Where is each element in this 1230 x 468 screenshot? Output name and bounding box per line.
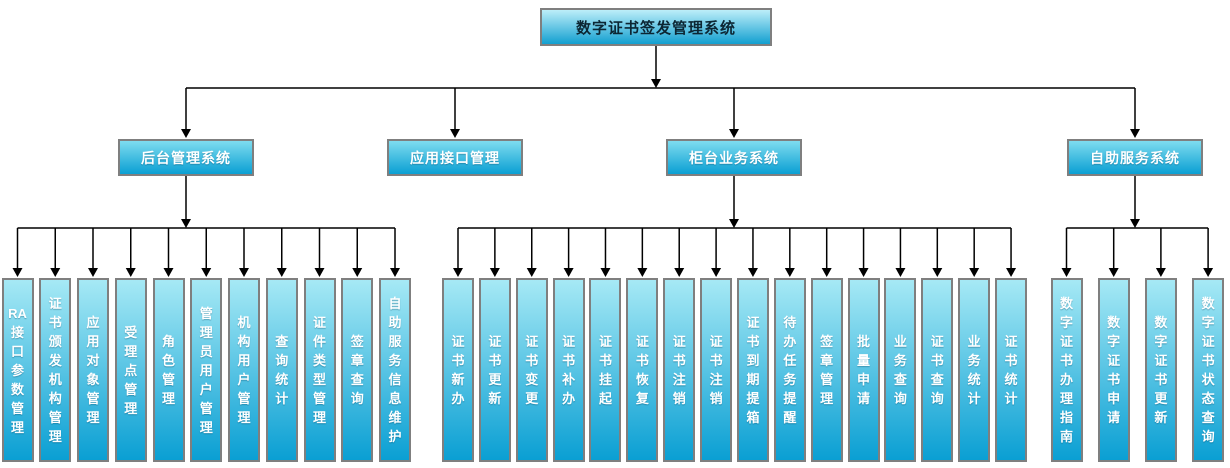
leaf-label: 查询统计 bbox=[275, 334, 289, 406]
leaf-box: 证书挂起 bbox=[589, 278, 622, 462]
leaf-box: 证书查询 bbox=[921, 278, 954, 462]
leaf-label: 证书注销 bbox=[709, 334, 723, 406]
leaf-box: 数字证书申请 bbox=[1097, 278, 1130, 462]
leaf-label: 待办任务提醒 bbox=[783, 315, 797, 425]
leaf-box: 证书统计 bbox=[995, 278, 1028, 462]
leaf-label: 证书挂起 bbox=[598, 334, 612, 406]
leaf-label: 角色管理 bbox=[161, 334, 175, 406]
leaf-label: 业务查询 bbox=[893, 334, 907, 406]
leaf-box: 待办任务提醒 bbox=[773, 278, 806, 462]
leaf-box: 管理员用户管理 bbox=[190, 278, 223, 462]
leaf-box: 证书恢复 bbox=[626, 278, 659, 462]
leaf-box: 证书注销 bbox=[700, 278, 733, 462]
leaf-box: 证书变更 bbox=[515, 278, 548, 462]
root-label: 数字证书签发管理系统 bbox=[575, 19, 736, 37]
leaf-label: 证书统计 bbox=[1004, 334, 1018, 406]
leaf-box: 签章管理 bbox=[810, 278, 843, 462]
leaf-label: 业务统计 bbox=[967, 334, 981, 406]
branch-label: 应用接口管理 bbox=[410, 149, 500, 166]
leaf-box: 批量申请 bbox=[847, 278, 880, 462]
leaf-label: 应用对象管理 bbox=[86, 315, 100, 425]
leaf-label: 受理点管理 bbox=[124, 324, 138, 416]
leaf-box: 角色管理 bbox=[152, 278, 185, 462]
leaf-label: 证书到期提箱 bbox=[746, 315, 760, 425]
leaf-label: 证件类型管理 bbox=[312, 315, 326, 425]
leaf-label: 数字证书办理指南 bbox=[1059, 296, 1073, 444]
leaf-box: 查询统计 bbox=[265, 278, 298, 462]
leaf-label: 机构用户管理 bbox=[237, 315, 251, 425]
leaf-label: 数字证书更新 bbox=[1154, 315, 1168, 425]
leaf-box: 证书新办 bbox=[442, 278, 474, 462]
leaf-box: 业务统计 bbox=[958, 278, 991, 462]
leaf-box: 证件类型管理 bbox=[303, 278, 336, 462]
branch-label: 后台管理系统 bbox=[141, 149, 231, 166]
leaf-label: 数字证书申请 bbox=[1107, 315, 1121, 425]
leaf-box: 自助服务信息维护 bbox=[379, 278, 411, 462]
leaf-box: 证书颁发机构管理 bbox=[39, 278, 72, 462]
leaf-label: 证书更新 bbox=[488, 334, 502, 406]
root-box: 数字证书签发管理系统 bbox=[540, 8, 772, 46]
leaf-box: 机构用户管理 bbox=[228, 278, 260, 462]
leaf-label: 批量申请 bbox=[857, 334, 871, 406]
leaf-label: 证书新办 bbox=[451, 334, 465, 406]
leaf-label: 证书补办 bbox=[562, 334, 576, 406]
leaf-box: 证书到期提箱 bbox=[736, 278, 769, 462]
leaf-label: 证书颁发机构管理 bbox=[48, 296, 62, 444]
leaf-label: 数字证书状态查询 bbox=[1201, 296, 1215, 444]
branch-label: 自助服务系统 bbox=[1090, 149, 1180, 166]
leaf-box: 应用对象管理 bbox=[77, 278, 109, 462]
branch-box-counter-business: 柜台业务系统 bbox=[666, 139, 802, 176]
branch-box-back-office: 后台管理系统 bbox=[118, 139, 254, 176]
leaf-label: 签章管理 bbox=[820, 334, 834, 406]
leaf-label: 证书注销 bbox=[672, 334, 686, 406]
leaf-box: 数字证书状态查询 bbox=[1192, 278, 1225, 462]
leaf-label: 证书恢复 bbox=[635, 334, 649, 406]
branch-label: 柜台业务系统 bbox=[689, 149, 779, 166]
leaf-box: 签章查询 bbox=[341, 278, 374, 462]
leaf-label: 证书变更 bbox=[525, 334, 539, 406]
leaf-box: 业务查询 bbox=[884, 278, 917, 462]
leaf-label: 自助服务信息维护 bbox=[388, 296, 402, 444]
branch-box-self-service: 自助服务系统 bbox=[1067, 139, 1203, 176]
leaf-box: 证书注销 bbox=[663, 278, 696, 462]
leaf-box: 证书更新 bbox=[478, 278, 511, 462]
branch-box-app-interface: 应用接口管理 bbox=[387, 139, 523, 176]
leaf-box: 证书补办 bbox=[552, 278, 585, 462]
leaf-box: 数字证书办理指南 bbox=[1050, 278, 1083, 462]
leaf-box: 受理点管理 bbox=[114, 278, 147, 462]
leaf-box: 数字证书更新 bbox=[1144, 278, 1177, 462]
leaf-label: 签章查询 bbox=[350, 334, 364, 406]
leaf-label: 管理员用户管理 bbox=[199, 305, 213, 435]
leaf-label: 证书查询 bbox=[930, 334, 944, 406]
